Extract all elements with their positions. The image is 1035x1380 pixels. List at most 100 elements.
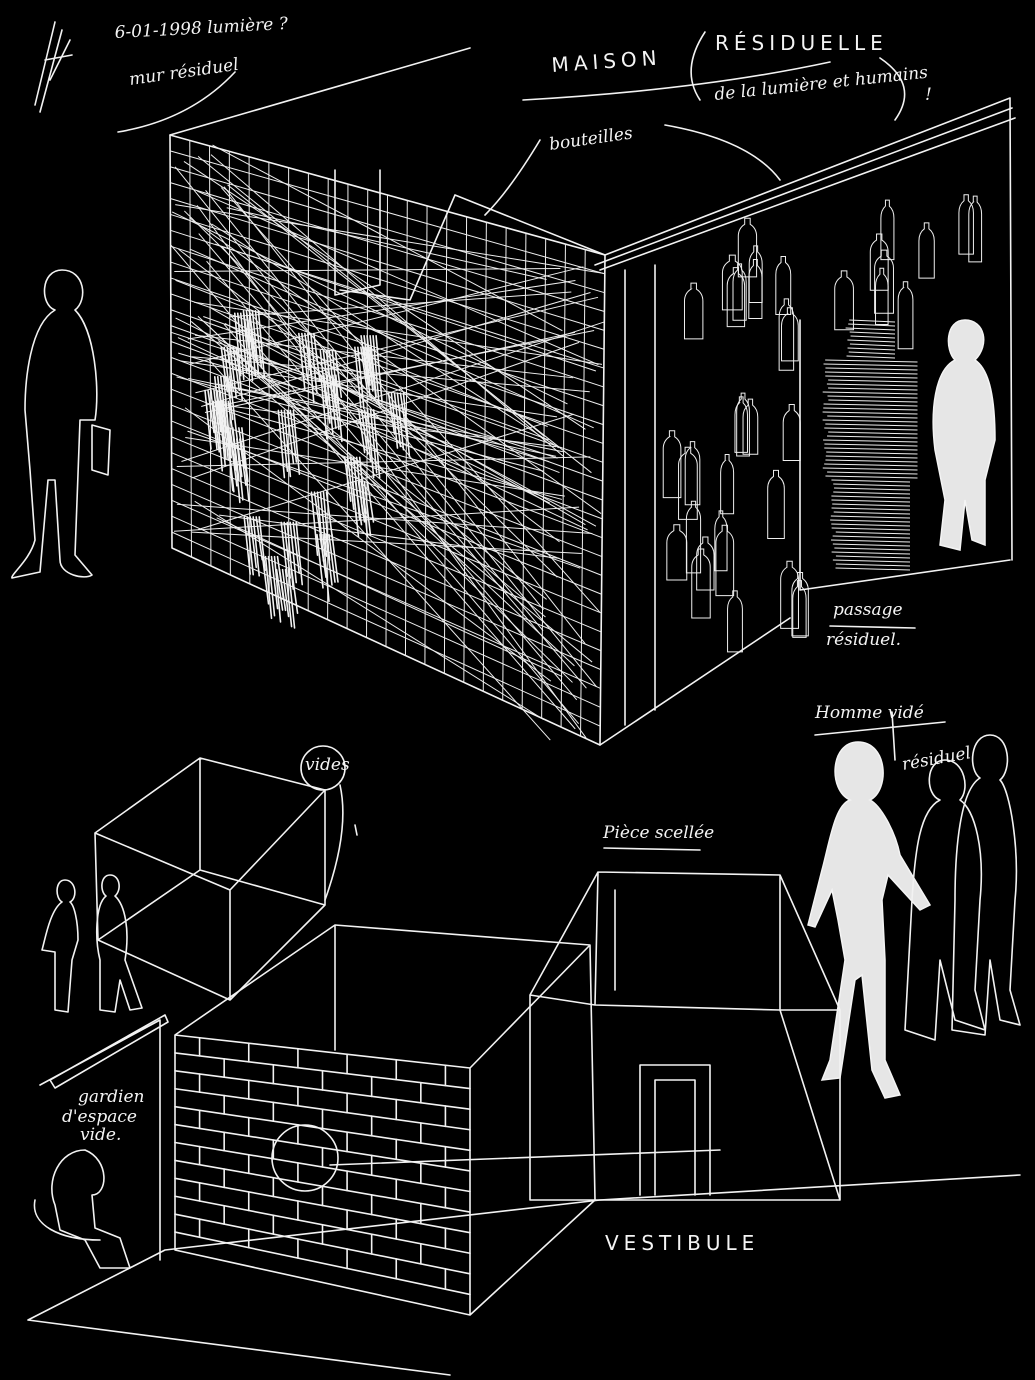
diagonal-wire: [223, 323, 576, 730]
wire-grid: [169, 140, 605, 741]
bottle: [726, 267, 746, 328]
light-stroke: [243, 516, 252, 575]
wall-label-underline: [117, 71, 236, 133]
bottle: [880, 199, 895, 261]
light-stroke: [216, 375, 225, 434]
bottle: [736, 392, 750, 457]
light-stroke: [334, 349, 343, 398]
hatch-line: [849, 343, 896, 347]
light-stroke: [363, 346, 371, 396]
light-stroke: [301, 332, 309, 382]
light-stroke: [221, 400, 230, 461]
bottle: [781, 307, 799, 362]
diagonal-wire: [197, 190, 599, 366]
light-stroke: [363, 409, 372, 463]
light-stroke: [277, 409, 286, 479]
bottle-wall: [662, 194, 983, 653]
bottle: [662, 430, 682, 499]
hatch-line: [824, 447, 918, 451]
bottle: [897, 281, 914, 350]
hatch-line: [835, 567, 911, 571]
diagonal-wire: [173, 506, 580, 532]
light-stroke: [216, 389, 224, 441]
light-stroke: [239, 438, 247, 486]
diagonal-wire: [212, 144, 563, 332]
light-stroke: [226, 427, 234, 492]
title-underline: [522, 61, 831, 101]
light-stroke: [226, 346, 235, 392]
grid-line: [171, 531, 601, 727]
light-stroke: [249, 516, 258, 569]
light-stroke: [222, 375, 231, 446]
passage-label: passage: [833, 600, 903, 620]
hatch-line: [830, 515, 911, 519]
diagonal-wire: [204, 331, 576, 414]
bottle: [727, 590, 743, 653]
light-stroke: [213, 375, 222, 433]
hatch-line: [831, 479, 911, 483]
light-stroke: [232, 346, 241, 392]
light-stroke: [233, 312, 242, 377]
light-stroke: [360, 335, 368, 380]
room-label-underline: [603, 847, 701, 851]
hatch-line: [834, 547, 911, 551]
bottle: [791, 572, 809, 637]
hatch-line: [827, 415, 918, 419]
diagonal-wire: [181, 321, 605, 462]
grid-line: [169, 150, 605, 275]
bottle: [715, 524, 735, 597]
bottle: [834, 270, 854, 331]
diagonal-wire: [189, 248, 594, 429]
diagonal-wire: [183, 161, 586, 430]
hatch-line: [831, 523, 911, 527]
bottle: [918, 222, 935, 279]
bottle: [748, 259, 763, 319]
hatch-line: [845, 327, 896, 331]
light-stroke: [316, 533, 324, 589]
small-figures-left: [41, 874, 143, 1013]
light-stroke: [275, 568, 284, 611]
hatch-line: [824, 427, 918, 431]
diagonal-wire: [219, 514, 560, 559]
light-stroke: [287, 568, 296, 629]
hatch-line: [831, 499, 911, 503]
emptied-man-figure: [807, 741, 932, 1099]
light-stroke: [310, 332, 318, 393]
light-stroke: [295, 521, 304, 586]
house-edges: [169, 47, 1016, 746]
diagonal-wire: [220, 187, 600, 613]
vestibule: [529, 871, 841, 1201]
hatch-line: [828, 379, 918, 383]
bottle: [721, 254, 743, 311]
hatch-line: [825, 367, 918, 371]
light-stroke: [351, 481, 360, 538]
light-stroke: [213, 389, 221, 443]
light-stroke: [319, 349, 328, 406]
light-stroke: [366, 346, 374, 392]
light-stroke: [328, 349, 337, 408]
light-stroke: [375, 335, 383, 403]
hatch-line: [823, 403, 918, 407]
seated-guardian: [33, 1149, 131, 1269]
hatch-line: [831, 551, 911, 555]
hatch-line: [847, 347, 896, 351]
bottle: [714, 510, 728, 572]
bottle: [691, 548, 711, 619]
block-outline: [174, 924, 596, 1316]
light-stroke: [390, 392, 399, 449]
hatch-line: [823, 407, 918, 411]
diagonal-wire: [214, 243, 597, 372]
light-stroke: [245, 312, 254, 355]
hatch-line: [825, 475, 918, 479]
light-stroke: [286, 409, 295, 464]
light-stroke: [220, 346, 229, 393]
bottle: [734, 396, 748, 453]
diagonal-wire: [195, 296, 599, 394]
brick-pattern: [174, 1036, 471, 1296]
light-stroke: [322, 533, 330, 603]
diagonal-wire: [176, 503, 593, 535]
hatch-line: [832, 543, 911, 547]
hatch-line: [822, 411, 918, 415]
diagonal-wire: [227, 184, 592, 474]
hatch-line: [827, 435, 918, 439]
